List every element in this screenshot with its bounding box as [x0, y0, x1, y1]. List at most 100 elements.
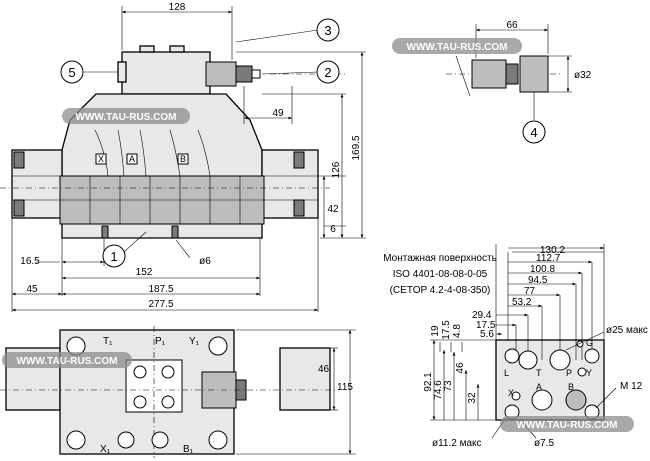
top-right-cap — [279, 347, 331, 411]
dim-277-5: 277.5 — [148, 299, 173, 310]
dim-92-1: 92.1 — [423, 372, 434, 392]
dim-phi11-2: ø11.2 макс — [432, 438, 482, 449]
dim-49: 49 — [272, 108, 284, 119]
mount-label-g: G — [586, 338, 593, 348]
mount-label-l: L — [504, 368, 509, 378]
dim-m12: M 12 — [620, 381, 643, 392]
mount-v-dims: 92.1 74.6 73 46 32 19 17.5 4.8 — [423, 320, 496, 421]
adjuster-body — [471, 59, 507, 89]
mount-label-a: A — [536, 382, 542, 392]
mount-label-t: T — [536, 368, 542, 378]
locating-pin — [101, 225, 109, 239]
dim-phi25: ø25 макс — [606, 325, 648, 336]
mounting-title: Монтажная поверхность — [383, 253, 497, 264]
spool-hatch — [89, 176, 241, 224]
svg-text:4: 4 — [530, 125, 537, 140]
pilot-adjuster — [235, 65, 253, 83]
dim-187-5: 187.5 — [148, 284, 173, 295]
dim-128: 128 — [169, 2, 186, 13]
right-cap — [261, 149, 319, 219]
dim-5-6: 5.6 — [480, 329, 494, 340]
port-a-hole — [531, 389, 553, 411]
callout-2 — [316, 60, 340, 84]
mount-bolt-hole — [504, 348, 520, 364]
port-b-hole — [565, 389, 587, 411]
top-view: T₁ P₁ Y₁ X₁ B₁ 46 115 — [0, 326, 356, 458]
dim-66: 66 — [506, 20, 518, 31]
dim-6: 6 — [330, 224, 336, 235]
dim-45: 45 — [26, 284, 38, 295]
pilot-screw-hole — [161, 365, 175, 379]
pilot-valve — [121, 51, 211, 95]
dim-73: 73 — [443, 380, 454, 392]
port-t-hole — [518, 350, 538, 370]
pilot-screw — [169, 45, 185, 53]
port-a-label: A — [129, 154, 135, 164]
dim-phi7-5: ø7.5 — [534, 438, 554, 449]
mount-bolt-hole — [584, 348, 600, 364]
mount-label-p: P — [566, 368, 572, 378]
callout-1 — [102, 244, 126, 268]
bolt-hole — [208, 430, 228, 450]
label-p1: P₁ — [155, 336, 166, 347]
dim-77: 77 — [524, 286, 536, 297]
callout-4 — [522, 120, 546, 144]
mount-label-y: Y — [586, 368, 592, 378]
dim-19: 19 — [430, 325, 441, 337]
dim-53-2: 53.2 — [512, 297, 532, 308]
pilot-knob — [251, 69, 261, 79]
svg-text:WWW.TAU-RUS.COM: WWW.TAU-RUS.COM — [17, 356, 118, 367]
bolt-hole — [151, 431, 169, 449]
port-a-box — [126, 153, 138, 165]
cap-bolt — [293, 199, 305, 217]
bolt-hole — [117, 431, 135, 449]
svg-text:WWW.TAU-RUS.COM: WWW.TAU-RUS.COM — [517, 420, 618, 431]
dim-17-5-v: 17.5 — [441, 320, 452, 340]
label-x1: X₁ — [100, 444, 111, 455]
dim-94-5: 94.5 — [528, 275, 548, 286]
svg-text:WWW.TAU-RUS.COM: WWW.TAU-RUS.COM — [76, 112, 177, 123]
svg-text:1: 1 — [110, 249, 117, 264]
adjuster-knob — [519, 55, 549, 93]
pilot-screw — [139, 45, 155, 53]
dim-phi32: ø32 — [574, 70, 592, 81]
cap-bolt — [13, 151, 25, 169]
mount-label-x: X — [508, 388, 514, 398]
port-g-hole — [576, 340, 584, 348]
mounting-standard: ISO 4401-08-08-0-05 — [393, 269, 488, 280]
svg-text:WWW.TAU-RUS.COM: WWW.TAU-RUS.COM — [407, 42, 508, 53]
dim-46-m: 46 — [455, 362, 466, 374]
dim-169-5: 169.5 — [351, 135, 362, 160]
label-b1: B₁ — [183, 444, 194, 455]
callout-5 — [60, 60, 84, 84]
port-x-box — [95, 153, 107, 165]
svg-text:2: 2 — [324, 65, 331, 80]
locating-pin — [171, 225, 179, 239]
cap-bolt — [293, 151, 305, 169]
label-y1: Y₁ — [189, 336, 200, 347]
label-t1: T₁ — [103, 336, 113, 347]
dim-152: 152 — [136, 267, 153, 278]
pilot-screw-hole — [161, 395, 175, 409]
mount-label-b: B — [568, 382, 574, 392]
pilot-end-cap — [117, 61, 127, 83]
adjuster-nut — [505, 63, 519, 85]
port-x-label: X — [98, 154, 104, 164]
dim-4-8: 4.8 — [452, 324, 463, 338]
bolt-hole — [66, 430, 86, 450]
mounting-cetop: (CETOP 4.2-4-08-350) — [390, 285, 491, 296]
pilot-solenoid — [205, 61, 237, 87]
cap-bolt — [13, 199, 25, 217]
dim-16-5: 16.5 — [20, 256, 40, 267]
mount-h-dims: 130.2 112.7 100.8 94.5 77 53.2 29.4 17.5… — [472, 244, 605, 360]
pilot-screw-hole — [133, 395, 147, 409]
front-view: X A B 128 49 169.5 126 42 6 — [0, 2, 366, 312]
svg-text:3: 3 — [324, 23, 331, 38]
dim-29-4: 29.4 — [472, 310, 492, 321]
watermark: WWW.TAU-RUS.COM WWW.TAU-RUS.COM WWW.TAU-… — [2, 38, 634, 432]
svg-text:5: 5 — [68, 65, 75, 80]
port-b-label: B — [180, 154, 186, 164]
bolt-hole — [208, 336, 228, 356]
dim-42: 42 — [327, 204, 339, 215]
